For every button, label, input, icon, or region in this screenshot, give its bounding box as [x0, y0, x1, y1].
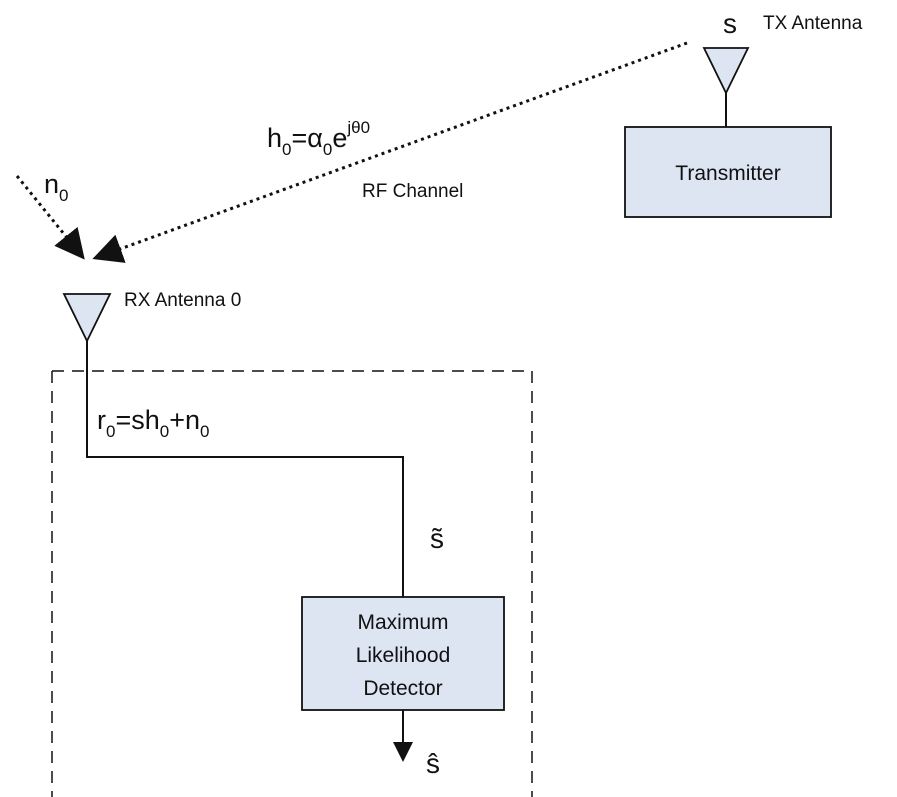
combined-symbol: s̃	[430, 523, 444, 554]
received-signal-label: r0=sh0+n0	[97, 405, 210, 441]
received-eq: =sh	[115, 405, 159, 435]
tx-symbol: s	[723, 8, 737, 39]
received-r: r	[97, 405, 106, 435]
transmitter-label: Transmitter	[675, 162, 780, 185]
received-n-sub: 0	[200, 422, 209, 441]
received-r-sub: 0	[106, 422, 115, 441]
received-h-sub: 0	[160, 422, 169, 441]
tx-antenna-icon	[702, 47, 750, 127]
receiver-signal-path	[86, 341, 404, 597]
channel-alpha-sub: 0	[323, 140, 332, 159]
noise-label: n0	[44, 169, 69, 205]
detector-line-2: Likelihood	[356, 644, 451, 667]
transmitter-block: Transmitter	[624, 126, 832, 218]
rx-antenna-label: RX Antenna 0	[124, 290, 241, 311]
noise-n: n	[44, 169, 59, 199]
noise-sub: 0	[59, 186, 68, 205]
received-plus: +n	[169, 405, 200, 435]
rf-channel-label: RF Channel	[362, 181, 463, 202]
tx-antenna-label: TX Antenna	[763, 13, 863, 34]
channel-exp: jθ0	[346, 118, 370, 137]
channel-e: e	[332, 123, 347, 153]
channel-coefficient: h0=α0ejθ0	[267, 118, 370, 159]
channel-h: h	[267, 123, 282, 153]
receiver-enclosure	[51, 370, 533, 797]
rx-antenna-icon	[62, 293, 112, 344]
detector-line-1: Maximum	[357, 611, 448, 634]
channel-h-sub: 0	[282, 140, 291, 159]
estimate-symbol: ŝ	[426, 748, 440, 779]
channel-eq: =α	[292, 123, 323, 153]
ml-detector-block: Maximum Likelihood Detector	[301, 596, 505, 711]
detector-line-3: Detector	[363, 677, 442, 700]
rf-channel-arrow	[92, 41, 688, 263]
noise-arrow	[15, 175, 85, 260]
